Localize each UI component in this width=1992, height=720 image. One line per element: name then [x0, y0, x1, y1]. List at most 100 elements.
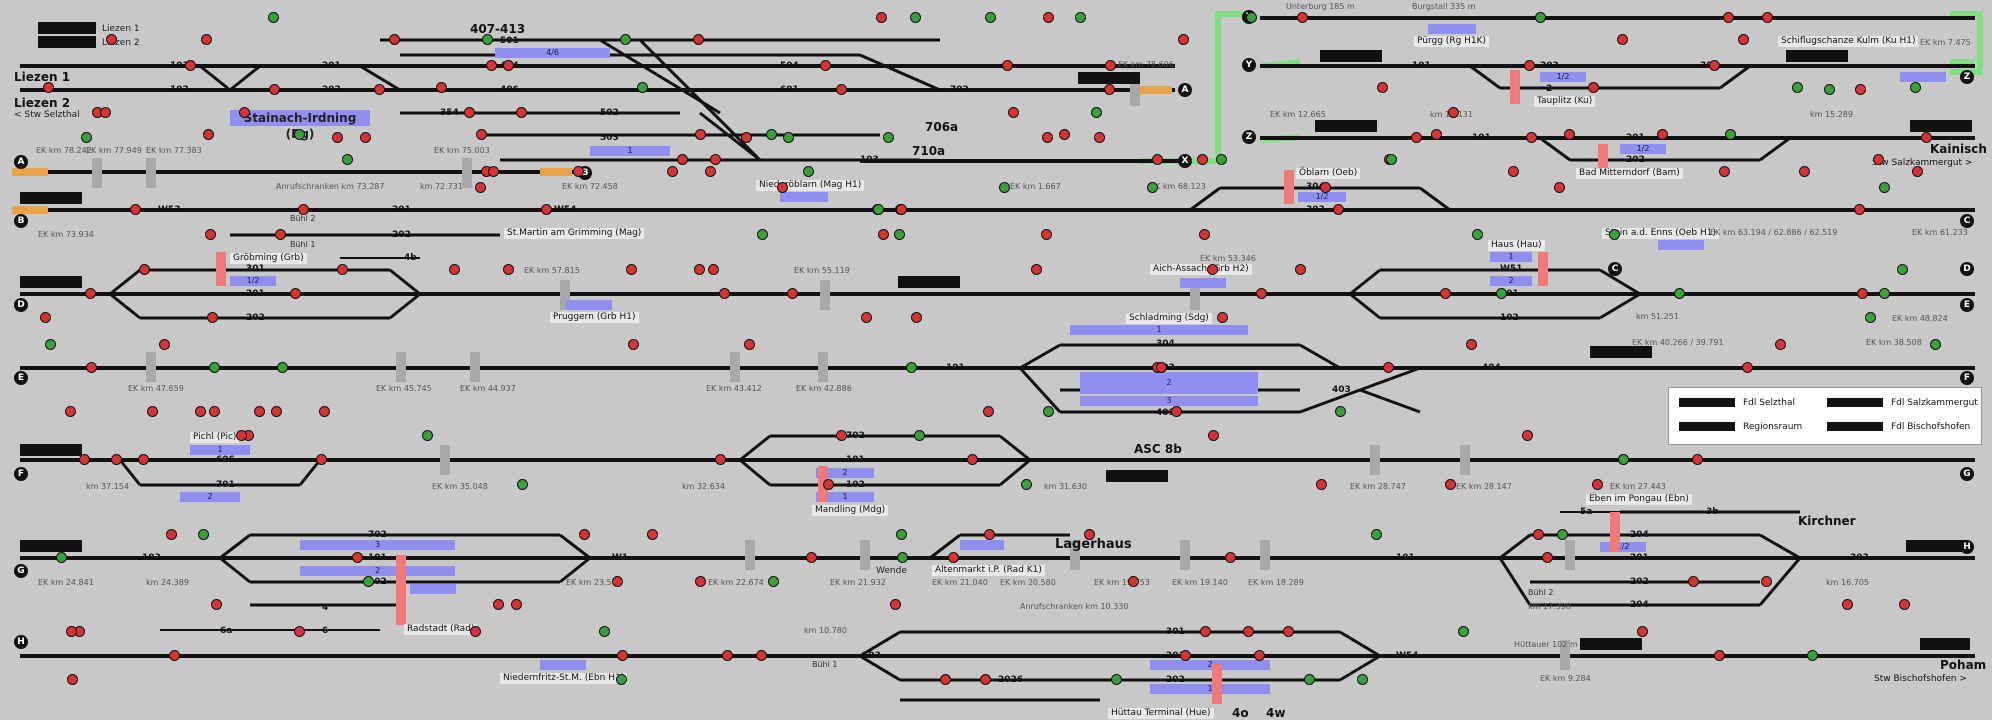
- signal-lamp[interactable]: [1592, 479, 1603, 490]
- signal-lamp[interactable]: [201, 34, 212, 45]
- train-number-field[interactable]: [38, 22, 96, 34]
- station-puergg[interactable]: Pürgg (Rg H1K): [1414, 36, 1490, 47]
- signal-lamp[interactable]: [1431, 129, 1442, 140]
- station-niederoeblarn[interactable]: Niederöblarn (Mag H1): [756, 180, 865, 191]
- signal-lamp[interactable]: [254, 406, 265, 417]
- train-number-field[interactable]: [1906, 540, 1968, 552]
- signal-lamp[interactable]: [486, 60, 497, 71]
- signal-lamp[interactable]: [1021, 479, 1032, 490]
- platform-tauplitz[interactable]: 1/2: [1540, 72, 1586, 82]
- train-number-field[interactable]: [1320, 50, 1382, 62]
- platform-niederoeblarn[interactable]: [780, 192, 828, 202]
- signal-lamp[interactable]: [873, 204, 884, 215]
- signal-lamp[interactable]: [677, 154, 688, 165]
- route-marker-g-left[interactable]: G: [14, 564, 28, 578]
- signal-lamp[interactable]: [1879, 288, 1890, 299]
- signal-lamp[interactable]: [1725, 129, 1736, 140]
- signal-lamp[interactable]: [1297, 12, 1308, 23]
- signal-lamp[interactable]: [275, 229, 286, 240]
- signal-lamp[interactable]: [294, 129, 305, 140]
- signal-lamp[interactable]: [85, 288, 96, 299]
- signal-lamp[interactable]: [1042, 132, 1053, 143]
- train-number-field[interactable]: [898, 276, 960, 288]
- signal-lamp[interactable]: [169, 650, 180, 661]
- signal-lamp[interactable]: [896, 529, 907, 540]
- route-marker-d-left[interactable]: D: [14, 298, 28, 312]
- signal-lamp[interactable]: [777, 182, 788, 193]
- signal-lamp[interactable]: [1383, 362, 1394, 373]
- platform-huettau-1[interactable]: 1: [1150, 684, 1270, 694]
- platform-schladming-1[interactable]: 1: [1070, 325, 1248, 335]
- signal-lamp[interactable]: [1899, 599, 1910, 610]
- platform-stein[interactable]: [1658, 240, 1704, 250]
- signal-lamp[interactable]: [1807, 650, 1818, 661]
- signal-lamp[interactable]: [198, 529, 209, 540]
- platform-mandling-1[interactable]: 1: [816, 492, 874, 502]
- platform-badmitterndorf[interactable]: 1/2: [1620, 144, 1666, 154]
- signal-lamp[interactable]: [617, 650, 628, 661]
- signal-lamp[interactable]: [211, 599, 222, 610]
- station-stein[interactable]: Stein a.d. Enns (Oeb H1): [1602, 228, 1720, 239]
- signal-lamp[interactable]: [1709, 60, 1720, 71]
- train-number-field[interactable]: [20, 444, 82, 456]
- train-number-field[interactable]: [1910, 120, 1972, 132]
- route-marker-a-left[interactable]: A: [14, 155, 28, 169]
- signal-lamp[interactable]: [897, 552, 908, 563]
- station-eben[interactable]: Eben im Pongau (Ebn): [1586, 494, 1692, 505]
- station-altenmarkt[interactable]: Altenmarkt i.P. (Rad K1): [932, 565, 1045, 576]
- route-marker-f-left[interactable]: F: [14, 467, 28, 481]
- platform-406[interactable]: 1: [590, 146, 670, 156]
- signal-lamp[interactable]: [599, 626, 610, 637]
- platform-radstadt-3[interactable]: 3: [300, 540, 455, 550]
- signal-lamp[interactable]: [876, 12, 887, 23]
- signal-lamp[interactable]: [1692, 454, 1703, 465]
- signal-lamp[interactable]: [1637, 626, 1648, 637]
- signal-lamp[interactable]: [290, 288, 301, 299]
- signal-lamp[interactable]: [166, 529, 177, 540]
- station-kainisch[interactable]: Kainisch: [1930, 142, 1987, 156]
- signal-lamp[interactable]: [79, 454, 90, 465]
- signal-lamp[interactable]: [1217, 312, 1228, 323]
- platform-puergg[interactable]: [1428, 24, 1476, 34]
- station-groebming[interactable]: Gröbming (Grb): [230, 253, 307, 264]
- train-number-field[interactable]: [20, 192, 82, 204]
- platform-radstadt-1[interactable]: [410, 584, 456, 594]
- signal-lamp[interactable]: [209, 406, 220, 417]
- signal-lamp[interactable]: [1448, 107, 1459, 118]
- signal-lamp[interactable]: [1466, 339, 1477, 350]
- signal-lamp[interactable]: [1609, 229, 1620, 240]
- signal-lamp[interactable]: [1930, 339, 1941, 350]
- signal-lamp[interactable]: [100, 107, 111, 118]
- signal-lamp[interactable]: [1320, 182, 1331, 193]
- signal-lamp[interactable]: [757, 229, 768, 240]
- signal-lamp[interactable]: [890, 599, 901, 610]
- signal-lamp[interactable]: [719, 288, 730, 299]
- station-niedernfritz[interactable]: Niedernfritz-St.M. (Ebn H1): [500, 673, 628, 684]
- signal-lamp[interactable]: [1225, 552, 1236, 563]
- signal-lamp[interactable]: [1873, 154, 1884, 165]
- signal-lamp[interactable]: [81, 132, 92, 143]
- signal-lamp[interactable]: [239, 107, 250, 118]
- signal-lamp[interactable]: [766, 129, 777, 140]
- signal-lamp[interactable]: [1618, 454, 1629, 465]
- signal-lamp[interactable]: [45, 339, 56, 350]
- signal-lamp[interactable]: [1508, 166, 1519, 177]
- route-marker-e-left[interactable]: E: [14, 371, 28, 385]
- signal-lamp[interactable]: [203, 129, 214, 140]
- platform-oeblarn[interactable]: 1/2: [1298, 192, 1346, 202]
- signal-lamp[interactable]: [65, 406, 76, 417]
- signal-lamp[interactable]: [1842, 599, 1853, 610]
- signal-lamp[interactable]: [647, 529, 658, 540]
- signal-lamp[interactable]: [612, 576, 623, 587]
- signal-lamp[interactable]: [138, 454, 149, 465]
- station-aich[interactable]: Aich-Assach (Grb H2): [1150, 264, 1252, 275]
- signal-lamp[interactable]: [1674, 288, 1685, 299]
- platform-schladming-2[interactable]: 2: [1080, 372, 1258, 394]
- signal-lamp[interactable]: [1912, 166, 1923, 177]
- train-number-field[interactable]: [1315, 120, 1377, 132]
- signal-lamp[interactable]: [464, 107, 475, 118]
- signal-lamp[interactable]: [106, 34, 117, 45]
- signal-lamp[interactable]: [695, 129, 706, 140]
- signal-lamp[interactable]: [1792, 82, 1803, 93]
- route-marker-x-lower[interactable]: X: [1178, 154, 1192, 168]
